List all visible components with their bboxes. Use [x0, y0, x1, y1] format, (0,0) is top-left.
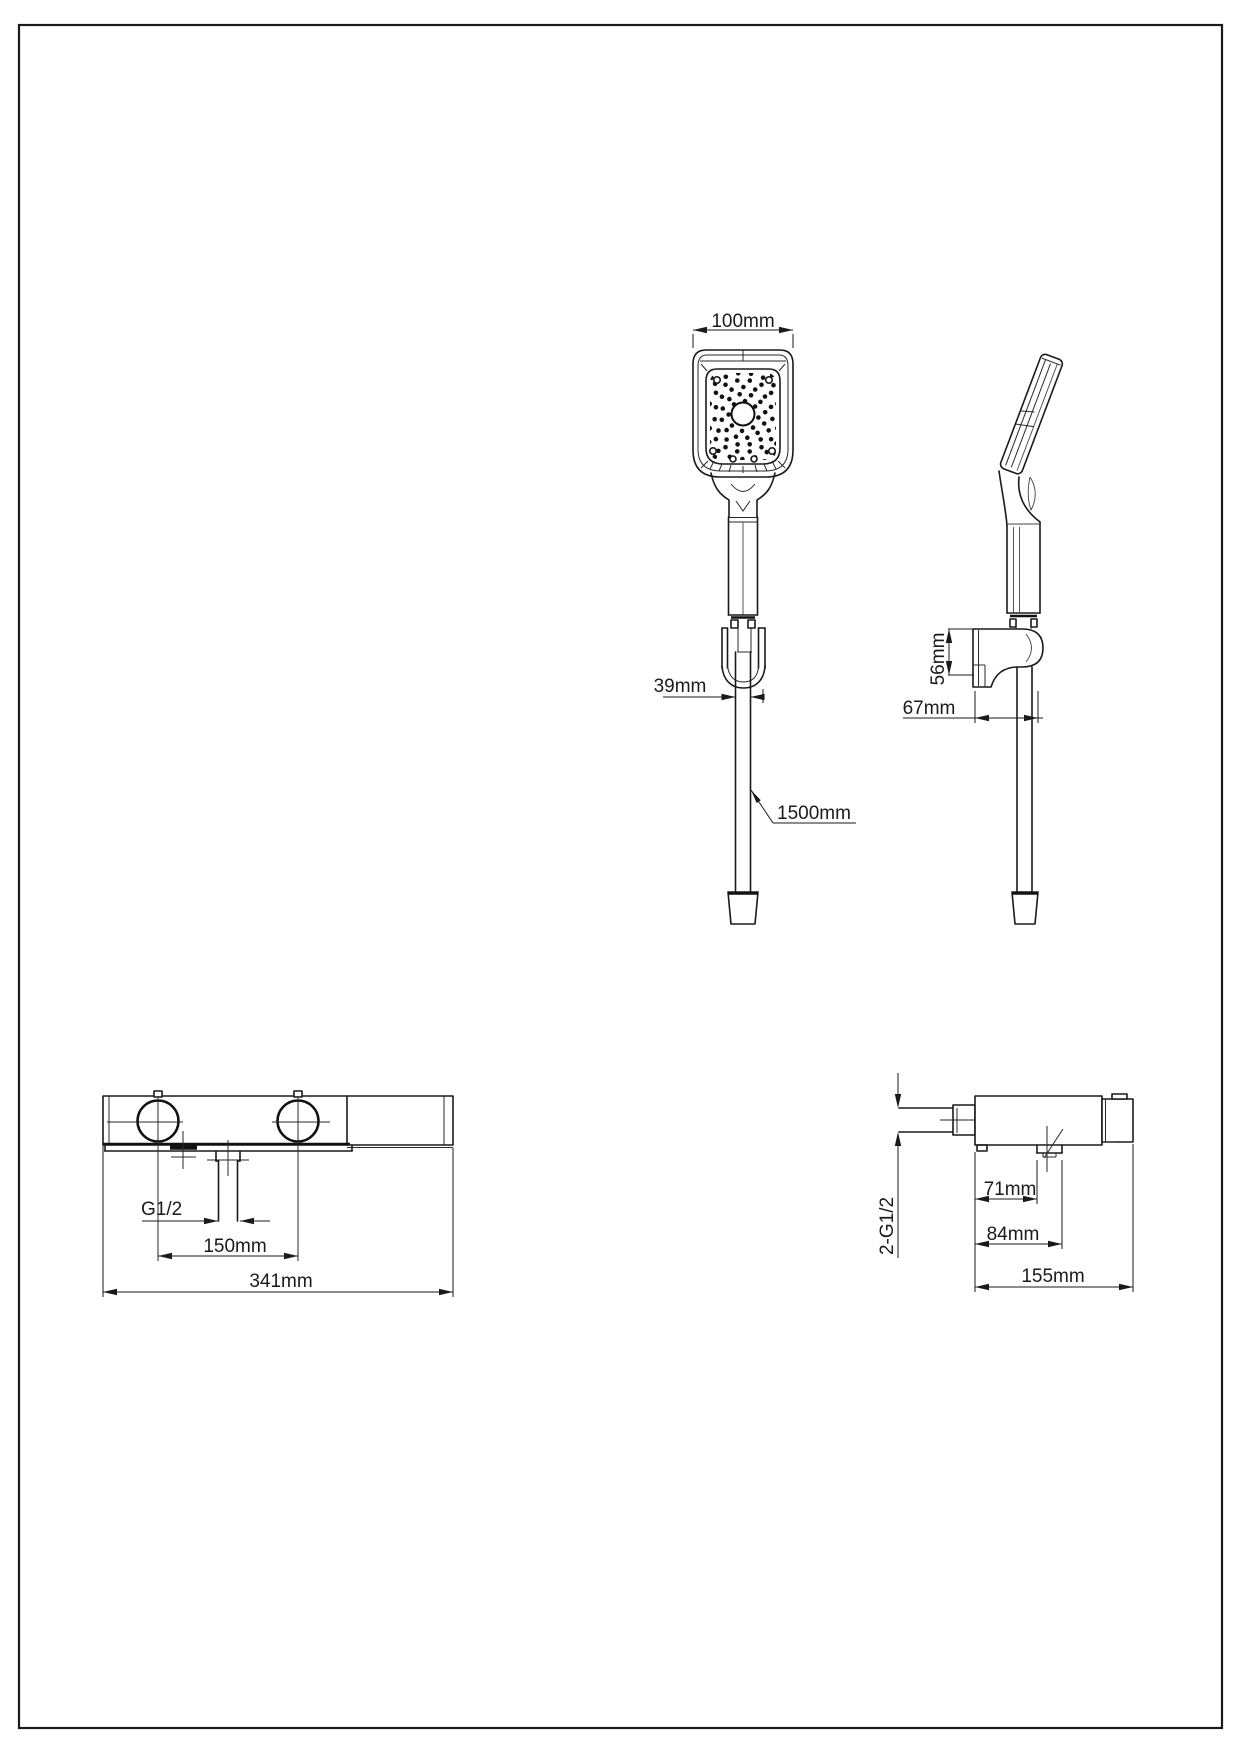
- dim-offset-b: 84mm: [975, 1160, 1063, 1249]
- inlet-pipe: [898, 1104, 1013, 1136]
- dim-holder-depth: 67mm: [903, 691, 1043, 723]
- outlet-pipe: [207, 1140, 249, 1222]
- shower-hose-side: [1011, 666, 1039, 925]
- mixer-side-view: 2-G1/2 71mm 84mm 155mm: [877, 1073, 1134, 1292]
- dim-label-overall-depth: 155mm: [1021, 1266, 1084, 1287]
- dim-label-offset-b: 84mm: [987, 1224, 1040, 1245]
- mixer-body-side: [974, 1093, 1134, 1172]
- dim-label-offset-a: 71mm: [984, 1179, 1037, 1200]
- dim-overall-depth: 155mm: [975, 1144, 1134, 1292]
- dim-label-overall-width: 341mm: [249, 1271, 312, 1292]
- shower-neck-side: [998, 470, 1041, 526]
- shower-head-side: [999, 353, 1064, 475]
- shower-handle: [710, 472, 776, 616]
- handshower-front-view: 100mm: [654, 311, 856, 925]
- dim-label-holder-height: 56mm: [928, 633, 949, 686]
- dim-label-handle-spacing: 150mm: [203, 1236, 266, 1257]
- dim-handle-spacing: 150mm: [158, 1236, 298, 1260]
- dim-holder-width: 39mm: [654, 676, 765, 703]
- dim-inlet-thread: 2-G1/2: [877, 1073, 902, 1258]
- dim-outlet-thread: G1/2: [141, 1199, 270, 1225]
- spray-dots: [710, 373, 776, 460]
- center-nozzle: [730, 401, 756, 427]
- shower-head: [692, 349, 794, 478]
- shower-hose-front: [727, 651, 759, 925]
- dim-label-head-width: 100mm: [711, 311, 774, 332]
- dim-head-width: 100mm: [692, 311, 794, 348]
- shower-handle-side: [1006, 521, 1041, 629]
- dim-holder-height: 56mm: [928, 628, 974, 686]
- dim-label-inlet-thread: 2-G1/2: [877, 1197, 898, 1255]
- dim-label-outlet-thread: G1/2: [141, 1199, 182, 1220]
- dim-label-holder-width: 39mm: [654, 676, 707, 697]
- handshower-side-view: 56mm 67mm: [903, 353, 1064, 925]
- dim-offset-a: 71mm: [975, 1160, 1038, 1204]
- dim-label-holder-depth: 67mm: [903, 698, 956, 719]
- dim-overall-width: 341mm: [102, 1145, 454, 1297]
- dim-hose-length: 1500mm: [750, 789, 856, 824]
- wall-bracket-side: [972, 628, 1044, 688]
- mixer-front-view: G1/2 150mm 341mm: [102, 1090, 454, 1297]
- page-border: [17, 23, 1224, 1730]
- mixer-knobs: [107, 1090, 330, 1261]
- holder-cup-front: [721, 616, 766, 689]
- dim-label-hose-length: 1500mm: [777, 803, 851, 824]
